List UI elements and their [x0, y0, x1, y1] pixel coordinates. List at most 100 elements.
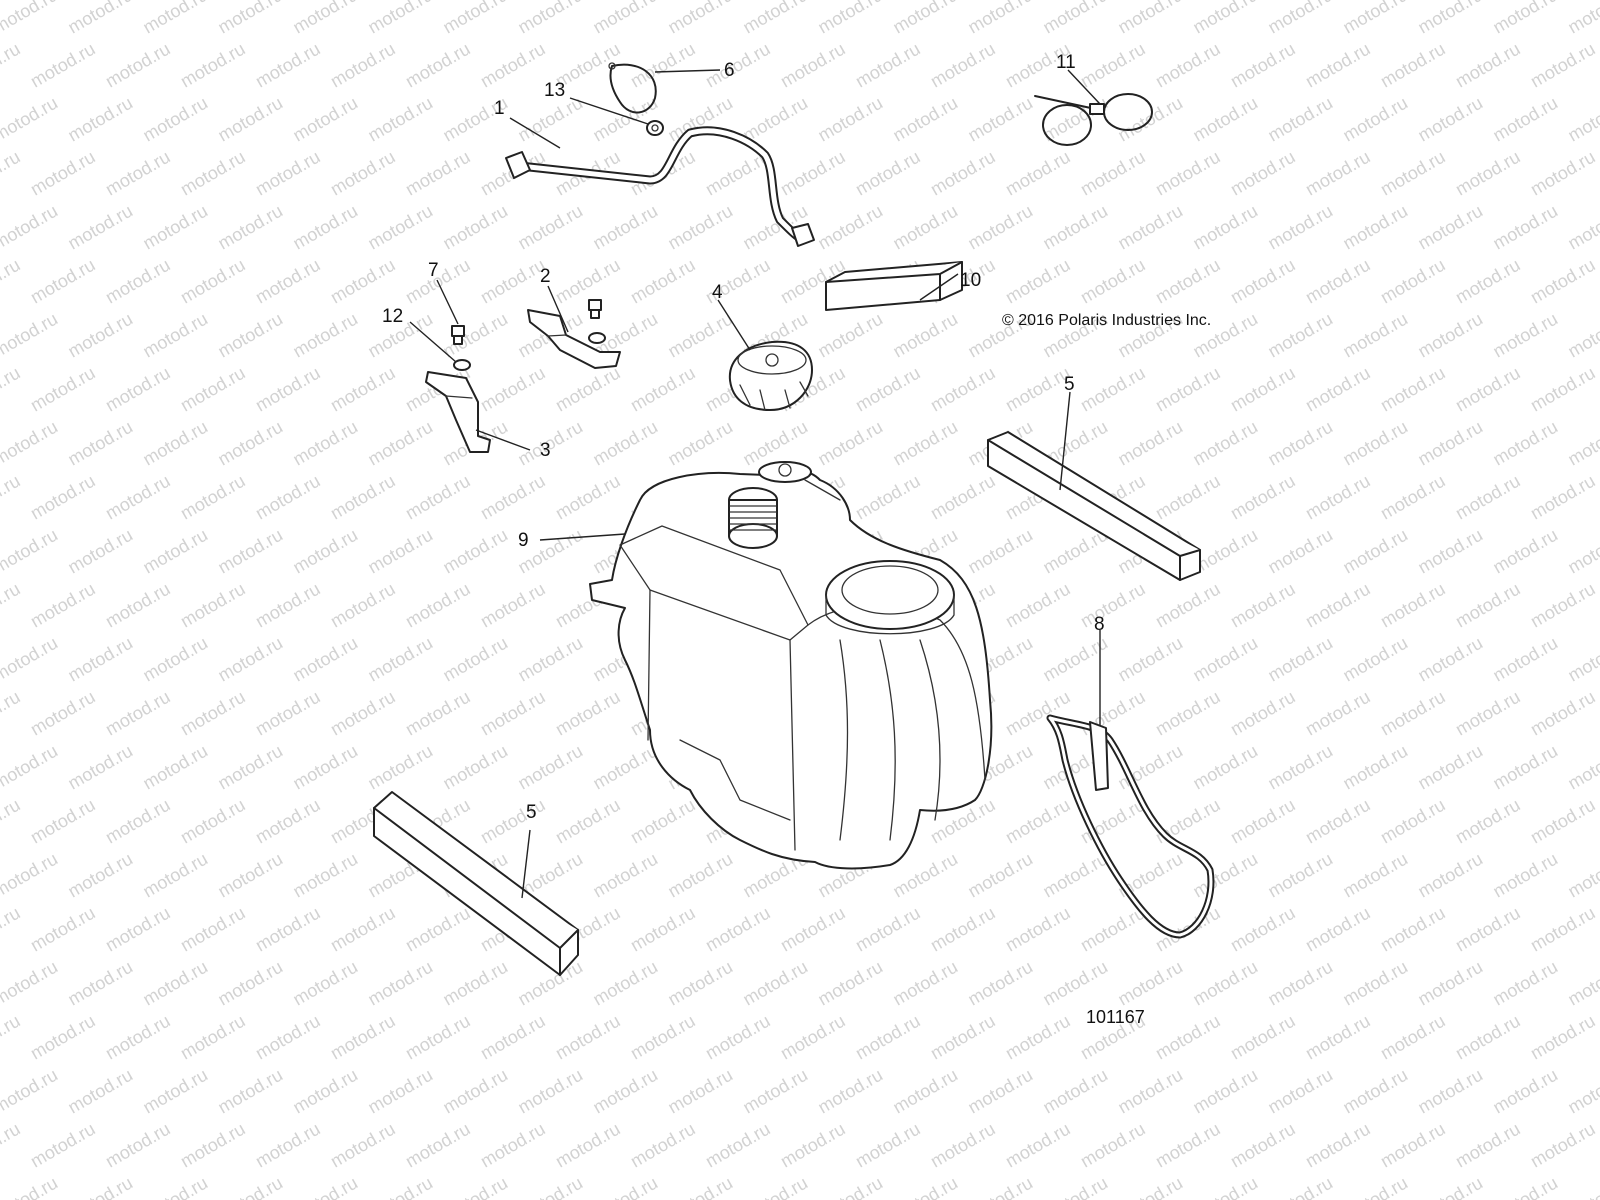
watermark-text: motod.ru — [1527, 363, 1599, 416]
watermark-text: motod.ru — [290, 741, 362, 794]
watermark-text: motod.ru — [65, 1065, 137, 1118]
watermark-text: motod.ru — [1377, 795, 1449, 848]
watermark-text: motod.ru — [402, 471, 474, 524]
watermark-text: motod.ru — [27, 1011, 99, 1064]
watermark-text: motod.ru — [1490, 417, 1562, 470]
watermark-text: motod.ru — [65, 849, 137, 902]
watermark-text: motod.ru — [1265, 0, 1337, 37]
watermark-text: motod.ru — [965, 1173, 1037, 1200]
watermark-text: motod.ru — [1452, 39, 1524, 92]
watermark-text: motod.ru — [1227, 903, 1299, 956]
watermark-text: motod.ru — [215, 0, 287, 37]
watermark-text: motod.ru — [252, 687, 324, 740]
watermark-text: motod.ru — [140, 0, 212, 37]
watermark-text: motod.ru — [0, 0, 61, 37]
watermark-text: motod.ru — [702, 1011, 774, 1064]
watermark-text: motod.ru — [1565, 0, 1600, 37]
watermark-text: motod.ru — [1377, 39, 1449, 92]
watermark-text: motod.ru — [1377, 255, 1449, 308]
watermark-text: motod.ru — [0, 957, 61, 1010]
watermark-text: motod.ru — [27, 363, 99, 416]
watermark-text: motod.ru — [1152, 147, 1224, 200]
watermark-text: motod.ru — [927, 147, 999, 200]
watermark-text: motod.ru — [890, 309, 962, 362]
watermark-text: motod.ru — [1490, 1065, 1562, 1118]
watermark-text: motod.ru — [140, 957, 212, 1010]
watermark-text: motod.ru — [102, 795, 174, 848]
watermark-text: motod.ru — [1152, 363, 1224, 416]
watermark-text: motod.ru — [590, 1065, 662, 1118]
leader-4 — [717, 299, 751, 351]
watermark-text: motod.ru — [1040, 93, 1112, 146]
watermark-text: motod.ru — [1565, 741, 1600, 794]
leader-3 — [475, 429, 531, 451]
watermark-text: motod.ru — [1002, 1011, 1074, 1064]
callout-labels: 1 13 6 11 7 12 2 3 4 10 5 9 8 5 — [382, 52, 1105, 823]
watermark-text: motod.ru — [252, 39, 324, 92]
watermark-text: motod.ru — [252, 255, 324, 308]
watermark-text: motod.ru — [140, 309, 212, 362]
watermark-text: motod.ru — [290, 1065, 362, 1118]
watermark-text: motod.ru — [1565, 309, 1600, 362]
watermark-text: motod.ru — [215, 201, 287, 254]
watermark-text: motod.ru — [1040, 849, 1112, 902]
watermark-text: motod.ru — [1115, 0, 1187, 37]
watermark-text: motod.ru — [27, 903, 99, 956]
watermark-text: motod.ru — [440, 525, 512, 578]
watermark-text: motod.ru — [1002, 363, 1074, 416]
watermark-text: motod.ru — [1340, 525, 1412, 578]
watermark-text: motod.ru — [777, 147, 849, 200]
watermark-text: motod.ru — [440, 633, 512, 686]
watermark-text: motod.ru — [1565, 1173, 1600, 1200]
watermark-text: motod.ru — [1452, 579, 1524, 632]
watermark-text: motod.ru — [140, 525, 212, 578]
watermark-text: motod.ru — [852, 1119, 924, 1172]
watermark-text: motod.ru — [140, 633, 212, 686]
callout-1: 1 — [494, 98, 505, 119]
watermark-text: motod.ru — [402, 147, 474, 200]
watermark-text: motod.ru — [590, 957, 662, 1010]
watermark-text: motod.ru — [1002, 255, 1074, 308]
watermark-text: motod.ru — [0, 255, 24, 308]
watermark-text: motod.ru — [252, 363, 324, 416]
watermark-text: motod.ru — [1415, 741, 1487, 794]
watermark-text: motod.ru — [477, 255, 549, 308]
watermark-text: motod.ru — [1152, 579, 1224, 632]
leader-6 — [654, 69, 721, 73]
watermark-text: motod.ru — [1077, 903, 1149, 956]
watermark-text: motod.ru — [627, 39, 699, 92]
watermark-text: motod.ru — [102, 1011, 174, 1064]
watermark-text: motod.ru — [327, 39, 399, 92]
watermark-text: motod.ru — [815, 0, 887, 37]
leader-1 — [509, 117, 561, 149]
watermark-text: motod.ru — [1415, 417, 1487, 470]
watermark-text: motod.ru — [1002, 903, 1074, 956]
watermark-text: motod.ru — [1340, 1173, 1412, 1200]
watermark-text: motod.ru — [1265, 957, 1337, 1010]
watermark-text: motod.ru — [1490, 525, 1562, 578]
watermark-text: motod.ru — [815, 1173, 887, 1200]
watermark-text: motod.ru — [0, 633, 61, 686]
watermark-text: motod.ru — [1040, 1173, 1112, 1200]
watermark-text: motod.ru — [252, 903, 324, 956]
watermark-text: motod.ru — [627, 1011, 699, 1064]
watermark-text: motod.ru — [1302, 39, 1374, 92]
watermark-text: motod.ru — [552, 471, 624, 524]
watermark-text: motod.ru — [1115, 1173, 1187, 1200]
watermark-text: motod.ru — [215, 417, 287, 470]
watermark-text: motod.ru — [402, 1119, 474, 1172]
watermark-text: motod.ru — [1565, 1065, 1600, 1118]
watermark-text: motod.ru — [1302, 471, 1374, 524]
watermark-text: motod.ru — [177, 147, 249, 200]
watermark-text: motod.ru — [665, 1065, 737, 1118]
watermark-text: motod.ru — [1302, 1011, 1374, 1064]
watermark-text: motod.ru — [1452, 687, 1524, 740]
part-5-foam-strip-lower — [373, 791, 579, 976]
leader-10 — [919, 273, 959, 301]
watermark-text: motod.ru — [1377, 363, 1449, 416]
watermark-text: motod.ru — [1452, 1011, 1524, 1064]
watermark-text: motod.ru — [0, 1011, 24, 1064]
watermark-text: motod.ru — [177, 903, 249, 956]
watermark-text: motod.ru — [1527, 255, 1599, 308]
watermark-text: motod.ru — [590, 93, 662, 146]
